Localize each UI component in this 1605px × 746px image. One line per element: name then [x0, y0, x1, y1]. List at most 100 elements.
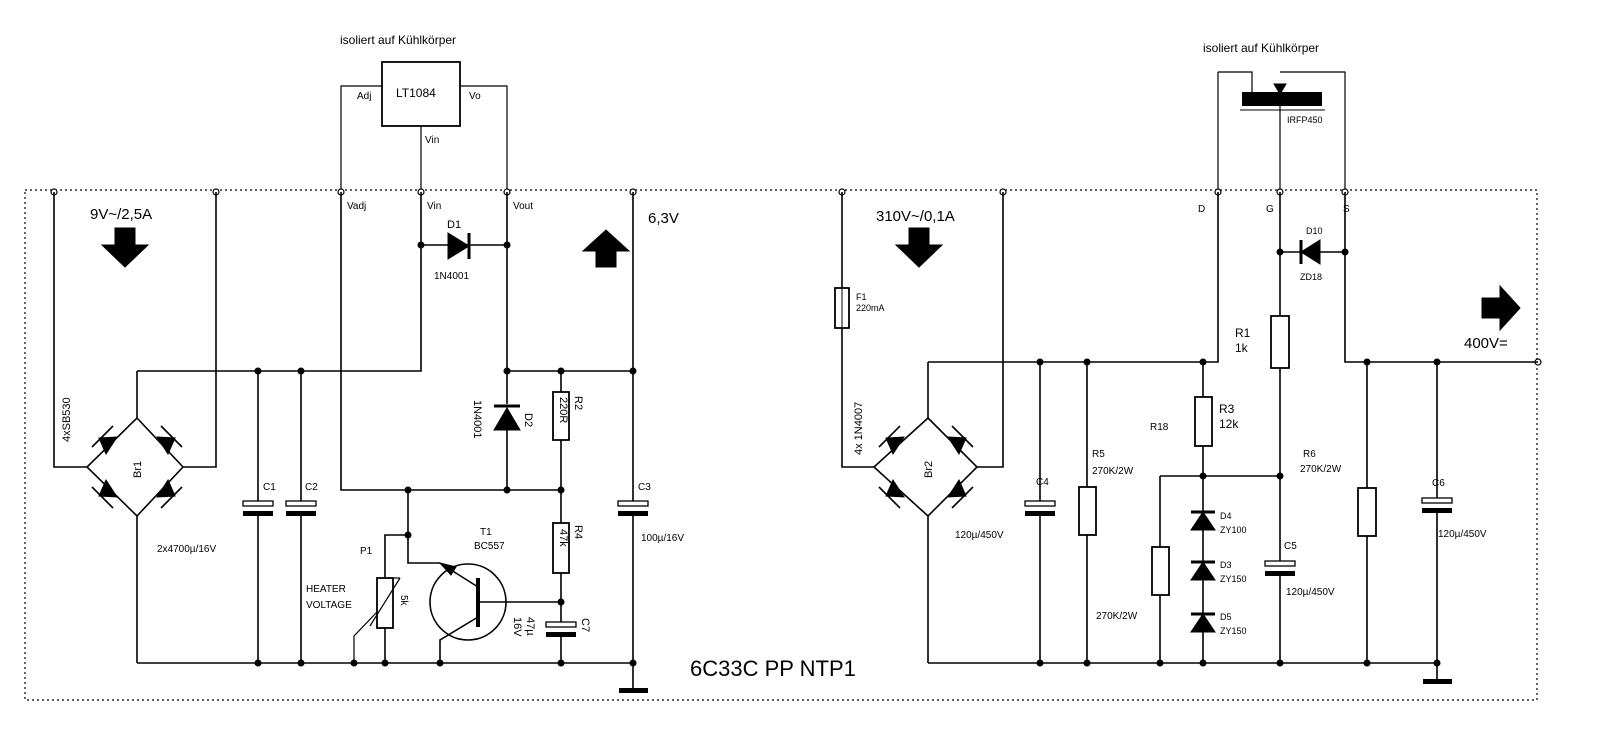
br2-value: 4x 1N4007 — [853, 402, 865, 455]
board-outline — [24, 189, 1538, 701]
c4-label: C4 — [1036, 477, 1049, 488]
capacitor-c1 — [242, 500, 274, 507]
mosfet-irfp450 — [1242, 92, 1322, 106]
r4-value: 47k — [557, 529, 569, 547]
capacitor-c5 — [1264, 560, 1296, 567]
heater-supply-circuit: isoliert auf Kühlkörper LT1084 Adj Vo Vi… — [50, 33, 684, 693]
r6-label: R6 — [1303, 449, 1316, 460]
hv-input-arrow-down-icon — [894, 227, 944, 268]
d10-label: D10 — [1306, 226, 1323, 236]
hv-supply-circuit: isoliert auf Kühlkörper IRFP450 D G S 31… — [834, 41, 1542, 684]
r4-label: R4 — [572, 525, 584, 539]
c5-value: 120µ/450V — [1286, 587, 1335, 598]
c4-value: 120µ/450V — [955, 530, 1004, 541]
capacitor-c4 — [1024, 500, 1056, 507]
lt1084-label: LT1084 — [396, 86, 436, 100]
zener-d5 — [1190, 613, 1216, 633]
diode-d1 — [447, 232, 470, 260]
f1-label: F1 — [856, 292, 867, 302]
d1-value: 1N4001 — [434, 271, 469, 282]
d5-value: ZY150 — [1220, 626, 1247, 636]
c5-label: C5 — [1284, 541, 1297, 552]
ground-symbol-left — [619, 688, 648, 693]
c6-label: C6 — [1432, 478, 1445, 489]
pin-d-label: D — [1198, 204, 1205, 215]
p1-desc-1: HEATER — [306, 584, 346, 595]
r5-label: R5 — [1092, 449, 1105, 460]
regulator-pin-vo: Vo — [469, 91, 481, 102]
d10-value: ZD18 — [1300, 272, 1322, 282]
d5-label: D5 — [1220, 612, 1232, 622]
input-label-9v: 9V~/2,5A — [90, 206, 152, 223]
lt1084-regulator — [381, 61, 461, 127]
pin-g-label: G — [1266, 204, 1274, 215]
hv-output-arrow-right-icon — [1481, 284, 1521, 332]
p1-label: P1 — [360, 546, 373, 557]
c6-value: 120µ/450V — [1438, 529, 1487, 540]
resistor-r5 — [1078, 486, 1097, 536]
r2-label: R2 — [572, 396, 584, 410]
t1-label: T1 — [480, 527, 492, 538]
r3-label: R3 — [1219, 402, 1235, 416]
capacitor-c3 — [617, 500, 649, 507]
right-isolation-note: isoliert auf Kühlkörper — [1203, 41, 1319, 55]
resistor-r3 — [1194, 396, 1213, 447]
input-label-310v: 310V~/0,1A — [876, 208, 955, 225]
c1-c2-value: 2x4700µ/16V — [157, 544, 216, 555]
r18-label: R18 — [1150, 422, 1169, 433]
capacitor-c2 — [285, 500, 317, 507]
zener-d3 — [1190, 561, 1216, 581]
output-label-400v: 400V= — [1464, 335, 1508, 352]
resistor-r4 — [552, 522, 570, 574]
pin-s-label: S — [1343, 204, 1350, 215]
r18-value: 270K/2W — [1096, 611, 1138, 622]
zener-d4 — [1190, 511, 1216, 531]
br1-label: Br1 — [132, 461, 144, 478]
resistor-r6 — [1357, 487, 1377, 537]
zener-d10 — [1300, 239, 1321, 265]
r1-label: R1 — [1235, 326, 1251, 340]
pin-vin-label: Vin — [427, 201, 441, 212]
c7-value-1: 47µ — [524, 617, 536, 636]
d2-value: 1N4001 — [471, 400, 483, 439]
p1-value: 5k — [398, 595, 409, 607]
capacitor-c7 — [545, 621, 577, 628]
f1-value: 220mA — [856, 303, 885, 313]
schematic-title: 6C33C PP NTP1 — [690, 656, 856, 681]
r6-value: 270K/2W — [1300, 464, 1342, 475]
regulator-pin-vin: Vin — [425, 135, 439, 146]
regulator-pin-adj: Adj — [357, 91, 371, 102]
d3-value: ZY150 — [1220, 574, 1247, 584]
output-arrow-up-icon — [581, 229, 631, 268]
r5-value: 270K/2W — [1092, 466, 1134, 477]
c2-label: C2 — [305, 482, 318, 493]
capacitor-c6 — [1421, 497, 1453, 504]
output-label-6v3: 6,3V — [648, 210, 679, 227]
d2-label: D2 — [522, 413, 534, 427]
resistor-r1 — [1270, 315, 1290, 369]
r1-value: 1k — [1235, 341, 1249, 355]
c3-value: 100µ/16V — [641, 533, 684, 544]
mosfet-label: IRFP450 — [1287, 115, 1323, 125]
left-isolation-note: isoliert auf Kühlkörper — [340, 33, 456, 47]
diode-d2 — [493, 407, 521, 431]
br1-value: 4xSB530 — [61, 397, 73, 442]
p1-desc-2: VOLTAGE — [306, 600, 352, 611]
c7-label: C7 — [579, 618, 591, 632]
d4-label: D4 — [1220, 511, 1232, 521]
r2-value: 220R — [557, 397, 569, 423]
resistor-r18 — [1151, 546, 1170, 596]
t1-value: BC557 — [474, 541, 505, 552]
pin-vadj-label: Vadj — [347, 201, 366, 212]
resistor-r2 — [552, 391, 570, 441]
c3-label: C3 — [638, 482, 651, 493]
ground-symbol-right — [1423, 679, 1452, 684]
br2-label: Br2 — [923, 461, 935, 478]
c1-label: C1 — [263, 482, 276, 493]
input-arrow-down-icon — [100, 227, 150, 268]
r3-value: 12k — [1219, 417, 1239, 431]
d3-label: D3 — [1220, 560, 1232, 570]
d4-value: ZY100 — [1220, 525, 1247, 535]
c7-value-2: 16V — [511, 617, 523, 637]
